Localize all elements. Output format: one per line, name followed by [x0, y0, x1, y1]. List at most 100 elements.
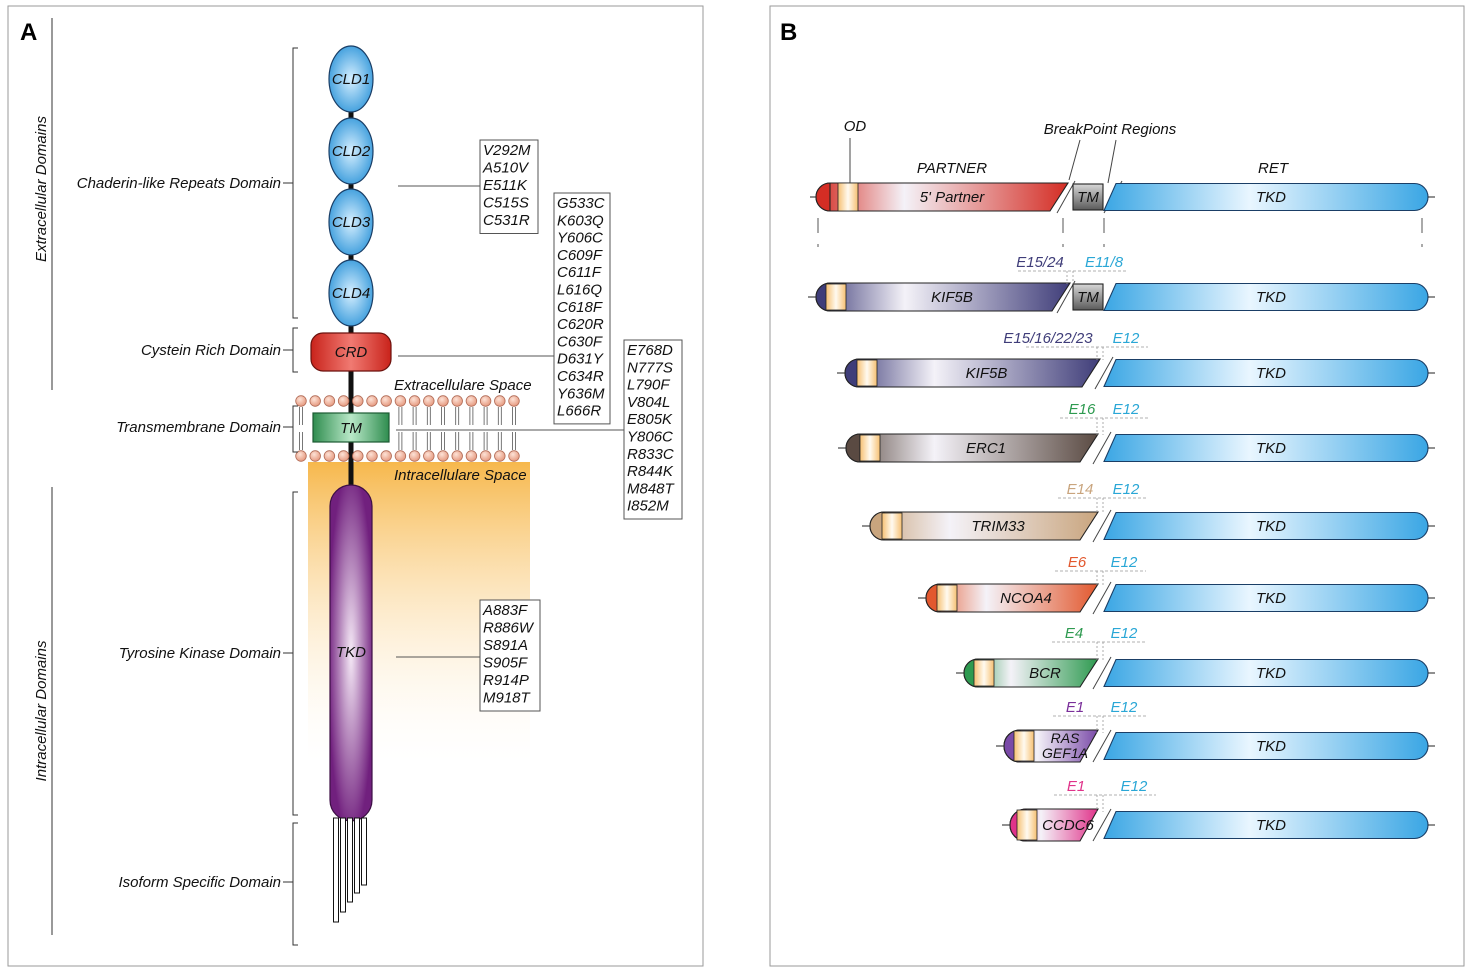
partner-exon-label: E16 — [1069, 401, 1096, 418]
mutation-box-crd — [553, 192, 611, 425]
partner-exon-label: E6 — [1068, 554, 1087, 571]
mutation-box-tkd — [479, 599, 541, 712]
cld-domain — [328, 117, 374, 185]
domain-label-transmembrane: Transmembrane Domain — [116, 419, 281, 436]
ret-exon-label: E12 — [1121, 778, 1148, 795]
fusion-ret — [1103, 658, 1429, 688]
breakpoint-header: BreakPoint Regions — [1044, 121, 1177, 138]
partner-exon-label: E4 — [1065, 625, 1083, 642]
lipid-head-bottom — [352, 450, 364, 462]
lipid-head-bottom — [465, 450, 478, 462]
lipid-head-bottom — [437, 450, 449, 462]
lipid-head-bottom — [295, 450, 307, 462]
mutation-label: R844K — [627, 463, 674, 480]
tkd-label: TKD — [1256, 365, 1286, 382]
od-box — [1016, 809, 1038, 841]
template-ret — [1103, 182, 1429, 212]
break-slash — [1092, 808, 1112, 842]
lipid-head-top — [366, 395, 378, 407]
partner-header: PARTNER — [917, 160, 987, 177]
panel-b-frame — [769, 5, 1465, 967]
fusion-gene-label: NCOA4 — [1000, 590, 1052, 607]
break-slash — [1092, 656, 1112, 690]
break-slash — [1092, 729, 1112, 763]
domain-bracket — [292, 47, 298, 319]
template-partner-label: 5' Partner — [920, 189, 986, 206]
cld-label: CLD2 — [332, 143, 371, 160]
cld-label: CLD3 — [332, 214, 371, 231]
lipid-head-top — [295, 395, 307, 407]
lipid-head-top — [394, 395, 407, 407]
break-slash — [1056, 280, 1076, 314]
lipid-head-top — [494, 395, 506, 407]
partner-exon-label: E15/16/22/23 — [1003, 330, 1093, 347]
extracellular-group-label: Extracellular Domains — [33, 116, 50, 262]
mutation-label: A883F — [482, 602, 528, 619]
mutation-label: Y806C — [627, 429, 673, 446]
crd-label: CRD — [335, 344, 368, 361]
fusion-gene-label: ERC1 — [966, 440, 1006, 457]
mutation-label: L616Q — [557, 282, 602, 299]
mutation-label: N777S — [627, 359, 673, 376]
mutation-box-tm — [623, 339, 683, 520]
domain-bracket — [292, 491, 298, 816]
tkd-label: TKD — [1256, 440, 1286, 457]
tkd-label: TKD — [1256, 590, 1286, 607]
lipid-head-top — [451, 395, 463, 407]
mutation-label: M848T — [627, 480, 676, 497]
mutation-label: R833C — [627, 446, 674, 463]
fusion-gene-label: TRIM33 — [971, 518, 1025, 535]
fusion-gene-label: RAS — [1051, 730, 1080, 746]
mutation-label: E511K — [483, 177, 528, 194]
fusion-ret — [1103, 358, 1429, 388]
fusion-gene-label: GEF1A — [1042, 745, 1088, 761]
fusion-ret — [1103, 583, 1429, 613]
panel-a-label: A — [20, 19, 37, 46]
lipid-head-top — [479, 395, 492, 407]
isoform-tail — [340, 817, 346, 913]
intracellular-space-label: Intracellulare Space — [394, 467, 527, 484]
mutation-label: Y636M — [557, 385, 605, 402]
ret-exon-label: E12 — [1113, 401, 1140, 418]
fusion-gene-label: BCR — [1029, 665, 1061, 682]
partner-exon-label: E1 — [1067, 778, 1085, 795]
break-slash — [1092, 431, 1112, 465]
mutation-label: L666R — [557, 403, 601, 420]
fusion-gene-label: KIF5B — [931, 289, 973, 306]
domain-label-tyrosine_kinase: Tyrosine Kinase Domain — [119, 645, 281, 662]
break-slash — [1056, 180, 1076, 214]
mutation-label: C620R — [557, 316, 604, 333]
mutation-label: D631Y — [557, 351, 604, 368]
mutation-label: G533C — [557, 195, 605, 212]
lipid-head-bottom — [366, 450, 378, 462]
mutation-label: C515S — [483, 195, 529, 212]
tkd-label: TKD — [336, 644, 366, 661]
partner-cap — [844, 358, 860, 388]
isoform-tail — [361, 817, 367, 886]
lipid-head-bottom — [309, 450, 321, 462]
fusion-gene-label: CCDC6 — [1042, 817, 1094, 834]
cld-label: CLD4 — [332, 285, 370, 302]
domain-label-chaderin: Chaderin-like Repeats Domain — [77, 175, 281, 192]
ret-exon-label: E12 — [1111, 699, 1138, 716]
isoform-tail — [354, 817, 360, 894]
lipid-head-top — [337, 395, 350, 407]
crd-domain — [310, 332, 392, 372]
mutation-label: C609F — [557, 247, 603, 264]
lipid-head-top — [352, 395, 364, 407]
lipid-head-bottom — [380, 450, 392, 462]
lipid-head-bottom — [451, 450, 463, 462]
cld-domain — [328, 259, 374, 327]
fusion-ret — [1103, 282, 1429, 312]
lipid-head-top — [465, 395, 478, 407]
tm-label: TM — [340, 420, 362, 437]
od-box — [859, 434, 881, 462]
ret-exon-label: E11/8 — [1085, 254, 1124, 271]
domain-bracket — [292, 405, 298, 453]
partner-cap — [869, 511, 885, 541]
ret-exon-label: E12 — [1111, 625, 1138, 642]
mutation-label: V292M — [483, 142, 531, 159]
extracellular-space-label: Extracellulare Space — [394, 377, 532, 394]
